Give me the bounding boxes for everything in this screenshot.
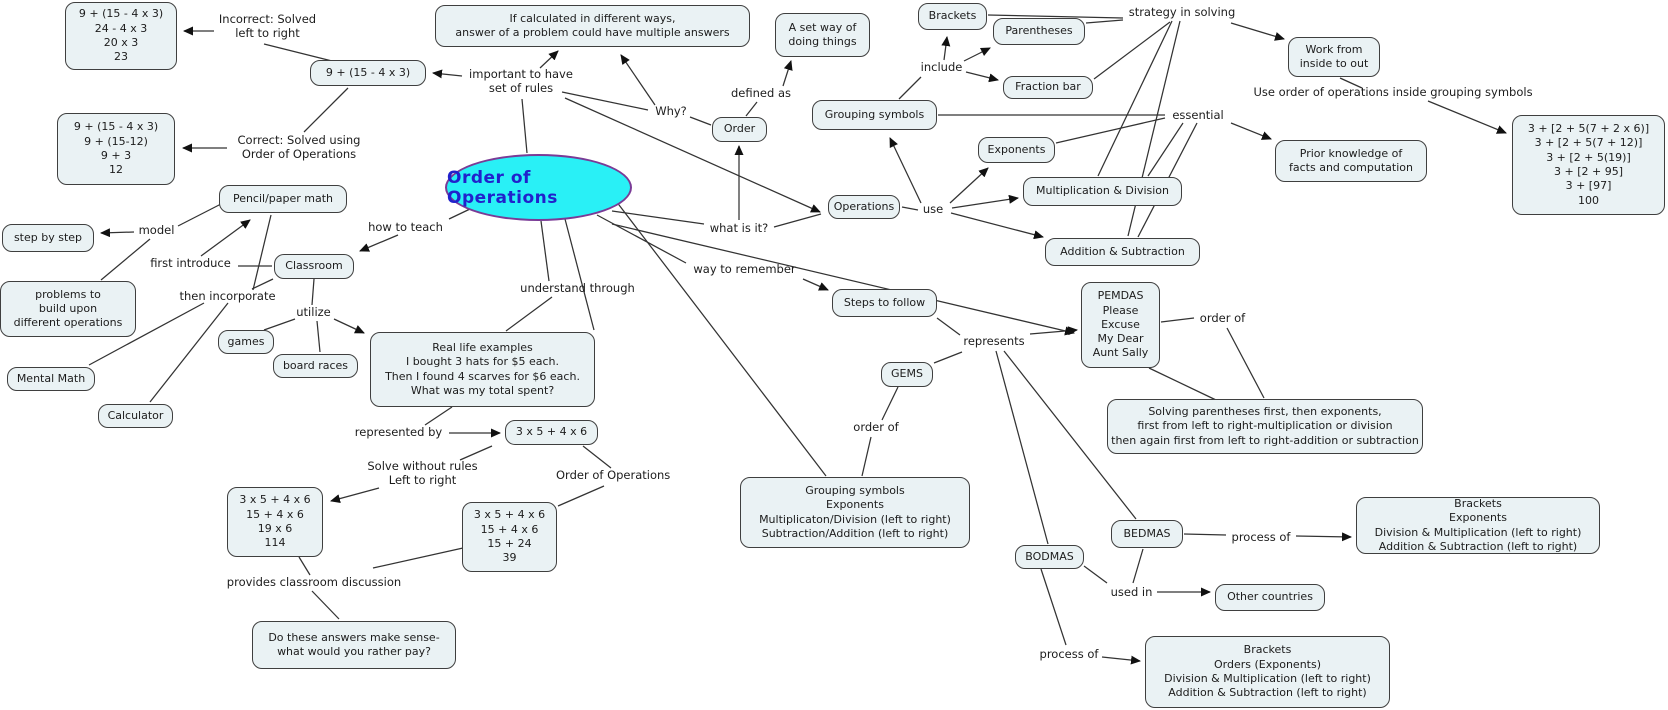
node-grouping-symbols[interactable]: Grouping symbols <box>812 100 937 130</box>
node-pencil-paper-math[interactable]: Pencil/paper math <box>219 185 347 213</box>
edge-label-represented-by: represented by <box>354 425 443 439</box>
node-classroom[interactable]: Classroom <box>274 254 354 279</box>
node-operations[interactable]: Operations <box>828 195 900 219</box>
node-gems-order-list[interactable]: Grouping symbols Exponents Multiplicaton… <box>740 477 970 548</box>
node-bodmas[interactable]: BODMAS <box>1015 545 1084 569</box>
edge-label-incorrect: Incorrect: Solved left to right <box>218 12 317 41</box>
edge-label-order-of-operations: Order of Operations <box>556 468 671 482</box>
edge-label-include: include <box>920 60 963 74</box>
edge-label-understand-through: understand through <box>520 281 635 295</box>
node-grouping-example-steps[interactable]: 3 + [2 + 5(7 + 2 x 6)] 3 + [2 + 5(7 + 12… <box>1512 115 1665 215</box>
node-calculator[interactable]: Calculator <box>98 404 173 428</box>
node-solving-parentheses-first[interactable]: Solving parentheses first, then exponent… <box>1107 399 1423 454</box>
edge-label-strategy-in-solving: strategy in solving <box>1128 5 1236 19</box>
node-set-way-of-doing-things[interactable]: A set way of doing things <box>775 13 870 57</box>
node-mental-math[interactable]: Mental Math <box>7 367 95 391</box>
edge-label-important-rules: important to have set of rules <box>469 67 573 96</box>
node-real-life-examples[interactable]: Real life examples I bought 3 hats for $… <box>370 332 595 407</box>
node-expression[interactable]: 9 + (15 - 4 x 3) <box>310 60 426 86</box>
edge-label-order-of-gems: order of <box>853 420 899 434</box>
edge-label-then-incorporate: then incorporate <box>179 289 276 303</box>
node-correct-solution-steps[interactable]: 9 + (15 - 4 x 3) 9 + (15-12) 9 + 3 12 <box>57 113 175 185</box>
edge-label-first-introduce: first introduce <box>150 256 231 270</box>
node-incorrect-solution-steps[interactable]: 9 + (15 - 4 x 3) 24 - 4 x 3 20 x 3 23 <box>65 2 177 70</box>
node-step-by-step[interactable]: step by step <box>2 224 94 252</box>
edge-label-model: model <box>138 223 175 237</box>
node-multiplication-division[interactable]: Multiplication & Division <box>1023 177 1182 206</box>
edge-label-use-order-inside: Use order of operations inside grouping … <box>1253 85 1533 99</box>
node-bodmas-order-list[interactable]: Brackets Orders (Exponents) Division & M… <box>1145 636 1390 708</box>
edge-label-used-in: used in <box>1110 585 1153 599</box>
node-if-calculated[interactable]: If calculated in different ways, answer … <box>435 5 750 47</box>
node-bedmas-order-list[interactable]: Brackets Exponents Division & Multiplica… <box>1356 497 1600 554</box>
edge-label-correct: Correct: Solved using Order of Operation… <box>237 133 361 162</box>
node-bedmas[interactable]: BEDMAS <box>1111 520 1183 548</box>
edge-label-process-of-bedmas: process of <box>1231 530 1291 544</box>
connectors <box>88 14 1507 665</box>
node-games[interactable]: games <box>218 330 274 354</box>
node-parentheses[interactable]: Parentheses <box>993 18 1085 45</box>
node-steps-to-follow[interactable]: Steps to follow <box>832 289 937 317</box>
edge-label-essential: essential <box>1172 108 1224 122</box>
edge-label-provides-discussion: provides classroom discussion <box>226 575 402 589</box>
edge-label-use: use <box>922 202 944 216</box>
node-order[interactable]: Order <box>712 117 767 142</box>
edge-label-how-to-teach: how to teach <box>368 220 443 234</box>
node-other-countries[interactable]: Other countries <box>1215 584 1325 611</box>
node-order-of-operations-steps[interactable]: 3 x 5 + 4 x 6 15 + 4 x 6 15 + 24 39 <box>462 502 557 572</box>
edge-label-way-to-remember: way to remember <box>693 262 796 276</box>
node-brackets[interactable]: Brackets <box>918 3 987 30</box>
edge-label-process-of-bodmas: process of <box>1039 647 1099 661</box>
edge-label-what-is-it: what is it? <box>709 221 769 235</box>
edge-label-utilize: utilize <box>296 305 331 319</box>
node-expression-2[interactable]: 3 x 5 + 4 x 6 <box>505 420 598 445</box>
node-problems-to-build[interactable]: problems to build upon different operati… <box>0 281 136 337</box>
node-work-from-inside-out[interactable]: Work from inside to out <box>1288 37 1380 77</box>
node-pemdas[interactable]: PEMDAS Please Excuse My Dear Aunt Sally <box>1081 282 1160 368</box>
node-order-of-operations-center[interactable]: Order of Operations <box>445 154 632 221</box>
edge-label-represents: represents <box>963 334 1025 348</box>
edge-label-solve-without-rules: Solve without rules Left to right <box>367 459 478 488</box>
node-make-sense-question[interactable]: Do these answers make sense- what would … <box>252 621 456 669</box>
edge-label-order-of-pemdas: order of <box>1199 311 1246 325</box>
node-prior-knowledge[interactable]: Prior knowledge of facts and computation <box>1275 140 1427 182</box>
node-gems[interactable]: GEMS <box>881 362 933 387</box>
edge-label-why: Why? <box>655 104 687 118</box>
node-fraction-bar[interactable]: Fraction bar <box>1003 76 1093 99</box>
node-board-races[interactable]: board races <box>273 354 358 378</box>
node-exponents[interactable]: Exponents <box>978 137 1055 163</box>
node-left-right-steps[interactable]: 3 x 5 + 4 x 6 15 + 4 x 6 19 x 6 114 <box>227 487 323 557</box>
edge-label-defined-as: defined as <box>731 86 791 100</box>
node-addition-subtraction[interactable]: Addition & Subtraction <box>1045 238 1200 266</box>
